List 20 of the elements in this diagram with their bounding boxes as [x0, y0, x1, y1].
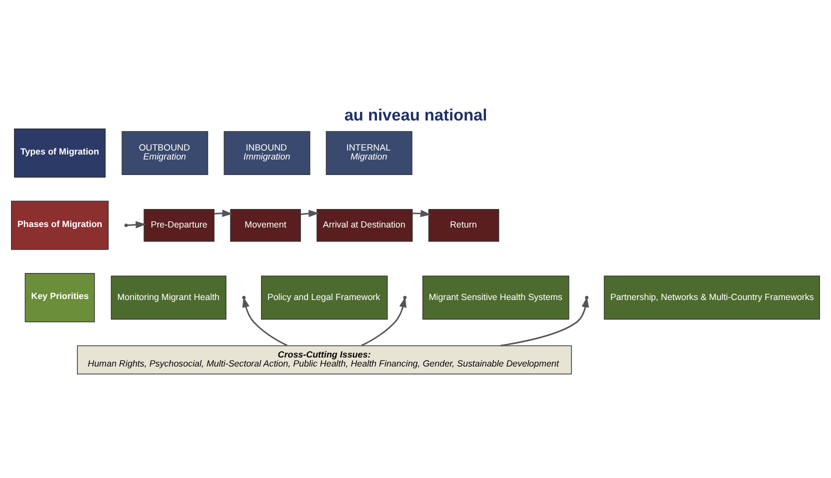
- arrow: [128, 220, 146, 228]
- node-box: Arrival at Destination: [316, 208, 413, 242]
- node-box: INTERNAL Migration: [326, 130, 412, 175]
- node-box: Policy and Legal Framework: [261, 275, 388, 320]
- node-box: OUTBOUND Emigration: [122, 130, 208, 175]
- arrow: [412, 209, 431, 217]
- node-box: Migrant Sensitive Health Systems: [422, 275, 570, 320]
- node-box: Partnership, Networks & Multi-Country Frameworks: [604, 275, 820, 320]
- node-box: Phases of Migration: [11, 200, 109, 250]
- node-box: INBOUND Immigration: [224, 130, 310, 175]
- node-box: Types of Migration: [14, 128, 106, 178]
- arrow: [300, 209, 320, 217]
- node-box: Cross-Cutting Issues: Human Rights, Psychosocial, Multi-Sectoral Action, Public Health, Health Financing, Gender, Sustainable Development: [76, 344, 572, 374]
- node-box: Movement: [230, 208, 301, 242]
- node-box: Pre-Departure: [144, 208, 214, 242]
- node-box: Monitoring Migrant Health: [110, 275, 226, 320]
- diagram-title: au niveau national: [344, 106, 488, 124]
- node-box: Return: [428, 208, 500, 242]
- arrow: [214, 209, 233, 216]
- node-box: Key Priorities: [24, 272, 95, 322]
